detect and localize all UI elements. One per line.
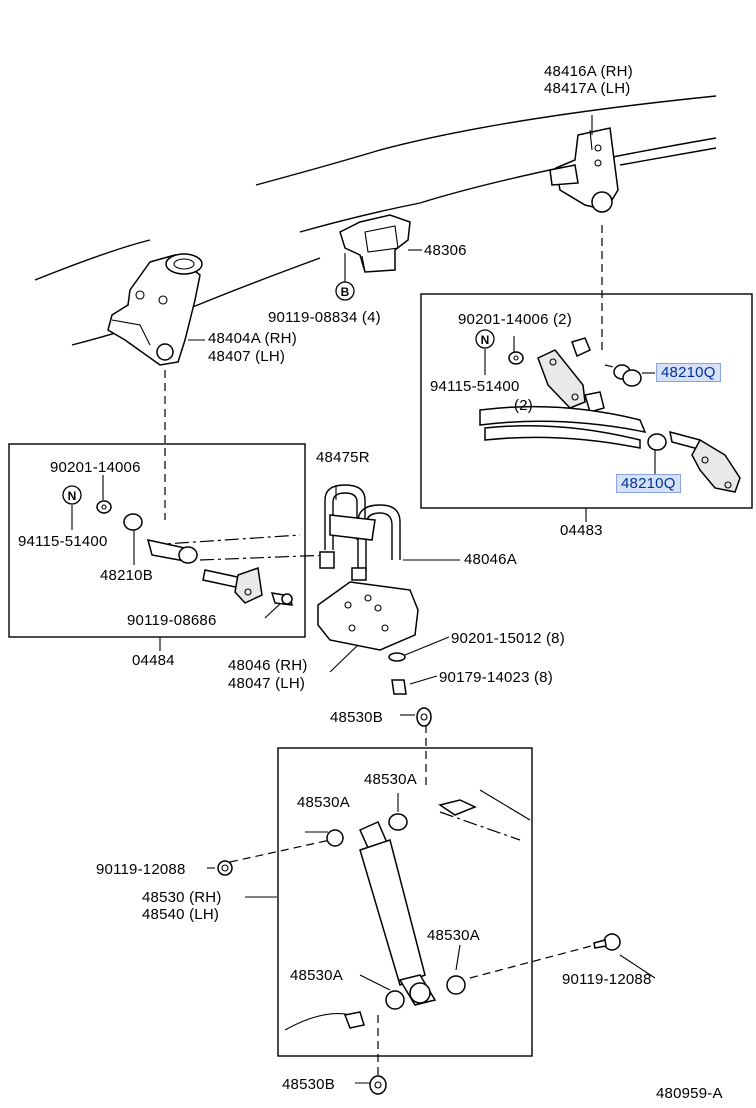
label-48530a-4: 48530A — [290, 967, 343, 984]
label-48404a: 48404A (RH) — [208, 330, 297, 347]
seat-nuts — [388, 652, 407, 695]
label-48530a-2: 48530A — [297, 794, 350, 811]
badge-b: B — [335, 281, 355, 301]
shock-absorber — [217, 707, 621, 1095]
badge-n-right: N — [475, 329, 495, 349]
label-90201-15012: 90201-15012 (8) — [451, 630, 565, 647]
svg-text:N: N — [481, 333, 490, 347]
label-90179-14023: 90179-14023 (8) — [439, 669, 553, 686]
label-48530b-top: 48530B — [330, 709, 383, 726]
connector-lines — [149, 225, 619, 1075]
front-spring-hanger — [107, 253, 203, 366]
label-48540: 48540 (LH) — [142, 906, 220, 923]
label-48416a: 48416A (RH) — [544, 63, 633, 80]
label-94115-left: 94115-51400 — [18, 533, 108, 550]
rear-spring-bracket — [549, 127, 619, 213]
shackle-parts — [479, 337, 741, 493]
bump-stopper — [339, 214, 411, 273]
label-48475r: 48475R — [316, 449, 370, 466]
label-48210q-bottom: 48210Q — [616, 474, 681, 493]
label-48047: 48047 (LH) — [228, 675, 306, 692]
label-04484: 04484 — [132, 652, 175, 669]
bushing-parts — [96, 500, 293, 606]
badge-n-left: N — [62, 485, 82, 505]
label-48417a: 48417A (LH) — [544, 80, 631, 97]
label-48046a: 48046A — [464, 551, 517, 568]
shock-absorber-box — [277, 747, 533, 1057]
label-48530a-3: 48530A — [427, 927, 480, 944]
label-94115-right: 94115-51400 — [430, 378, 520, 395]
label-94115-qty: (2) — [514, 397, 533, 414]
label-48530b-bottom: 48530B — [282, 1076, 335, 1093]
label-90201-left: 90201-14006 — [50, 459, 141, 476]
label-48210b: 48210B — [100, 567, 153, 584]
label-48530a-1: 48530A — [364, 771, 417, 788]
spring-seat — [317, 581, 419, 651]
label-48530: 48530 (RH) — [142, 889, 222, 906]
leader-lines — [71, 115, 656, 1084]
diagram-id: 480959-A — [656, 1085, 723, 1102]
label-90119-08686: 90119-08686 — [127, 612, 217, 629]
u-bolts — [319, 484, 401, 581]
label-48407: 48407 (LH) — [208, 348, 286, 365]
label-90119-12088-left: 90119-12088 — [96, 861, 186, 878]
label-bolt-b: 90119-08834 (4) — [268, 309, 381, 326]
svg-text:B: B — [341, 285, 350, 299]
bushing-kit-box — [8, 443, 306, 638]
label-nut-2: 90201-14006 (2) — [458, 311, 572, 328]
label-48046: 48046 (RH) — [228, 657, 308, 674]
label-48306: 48306 — [424, 242, 467, 259]
label-90119-12088-right: 90119-12088 — [562, 971, 652, 988]
label-48210q-top: 48210Q — [656, 363, 721, 382]
svg-text:N: N — [68, 489, 77, 503]
label-04483: 04483 — [560, 522, 603, 539]
